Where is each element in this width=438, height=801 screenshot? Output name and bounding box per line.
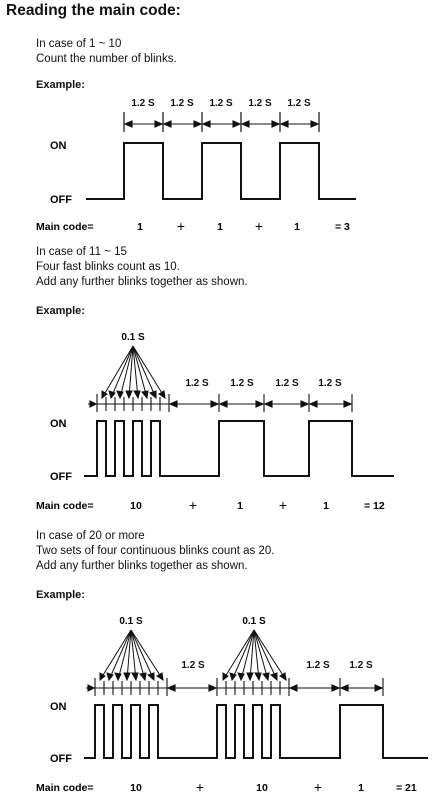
time-ruler: [86, 678, 384, 696]
blink-waveform: [86, 142, 356, 200]
blink-waveform: [84, 704, 428, 759]
interval-label: 1.2 S: [185, 378, 209, 389]
section-2-line-2: Four fast blinks count as 10.: [36, 261, 180, 273]
section-3-diagram: 0.1 S 0.1 S 1.2 S 1.2 S 1.2 S: [36, 616, 428, 795]
interval-label: 1.2 S: [318, 378, 342, 389]
section-2-example-label: Example:: [36, 305, 85, 317]
section-2-diagram: 0.1 S 1.2 S 1.2 S 1.2 S 1.2 S ON OFF Mai…: [36, 332, 394, 513]
fast-blink-label: 0.1 S: [121, 332, 145, 343]
interval-arrows: [123, 120, 320, 128]
interval-label: 1.2 S: [209, 98, 233, 109]
equation-operator: +: [177, 218, 185, 234]
section-3-example-label: Example:: [36, 589, 85, 601]
equation-term: 10: [256, 782, 268, 794]
section-1-example-label: Example:: [36, 79, 85, 91]
fast-blink-label: 0.1 S: [119, 616, 143, 627]
section-1-line-1: In case of 1 ~ 10: [36, 38, 122, 50]
equation-result: = 12: [364, 500, 385, 512]
interval-label: 1.2 S: [349, 660, 373, 671]
main-code-label: Main code=: [36, 500, 93, 512]
equation-operator: +: [314, 779, 322, 795]
off-label: OFF: [50, 471, 72, 483]
main-code-label: Main code=: [36, 782, 93, 794]
on-label: ON: [50, 140, 67, 152]
off-label: OFF: [50, 753, 72, 765]
section-3-line-1: In case of 20 or more: [36, 530, 145, 542]
equation-term: 1: [217, 221, 223, 233]
equation-term: 10: [130, 500, 142, 512]
section-3-line-2: Two sets of four continuous blinks count…: [36, 545, 275, 557]
equation-term: 1: [237, 500, 243, 512]
interval-label: 1.2 S: [287, 98, 311, 109]
equation-operator: +: [279, 497, 287, 513]
equation-operator: +: [196, 779, 204, 795]
interval-label: 1.2 S: [230, 378, 254, 389]
equation-operator: +: [189, 497, 197, 513]
fast-blink-pointer-arrows: [222, 629, 287, 682]
equation-operator: +: [255, 218, 263, 234]
off-label: OFF: [50, 194, 72, 206]
interval-markers: [123, 112, 320, 132]
equation-result: = 21: [396, 782, 417, 794]
section-1-line-2: Count the number of blinks.: [36, 53, 177, 65]
interval-label: 1.2 S: [275, 378, 299, 389]
interval-label: 1.2 S: [248, 98, 272, 109]
on-label: ON: [50, 418, 67, 430]
on-label: ON: [50, 701, 67, 713]
interval-label: 1.2 S: [170, 98, 194, 109]
page-title: Reading the main code:: [6, 2, 181, 19]
equation-term: 1: [137, 221, 143, 233]
fast-blink-label: 0.1 S: [242, 616, 266, 627]
interval-label: 1.2 S: [131, 98, 155, 109]
section-3-description: In case of 20 or more Two sets of four c…: [36, 529, 274, 574]
section-2-line-1: In case of 11 ~ 15: [36, 246, 127, 258]
equation-term: 10: [130, 782, 142, 794]
section-2-line-3: Add any further blinks together as shown…: [36, 276, 248, 288]
fast-blink-pointer-arrows: [101, 345, 166, 400]
main-code-label: Main code=: [36, 221, 93, 233]
equation-term: 1: [323, 500, 329, 512]
interval-label: 1.2 S: [306, 660, 330, 671]
equation-term: 1: [294, 221, 300, 233]
section-1-description: In case of 1 ~ 10 Count the number of bl…: [36, 37, 177, 67]
section-3-line-3: Add any further blinks together as shown…: [36, 560, 248, 572]
equation-term: 1: [358, 782, 364, 794]
section-1-diagram: 1.2 S 1.2 S 1.2 S 1.2 S 1.2 S ON OFF Mai…: [36, 98, 356, 234]
equation-result: = 3: [335, 221, 350, 233]
blink-waveform: [84, 420, 394, 477]
time-ruler: [88, 394, 353, 412]
interval-label: 1.2 S: [181, 660, 205, 671]
section-2-description: In case of 11 ~ 15 Four fast blinks coun…: [36, 245, 248, 290]
fast-blink-pointer-arrows: [99, 629, 164, 682]
